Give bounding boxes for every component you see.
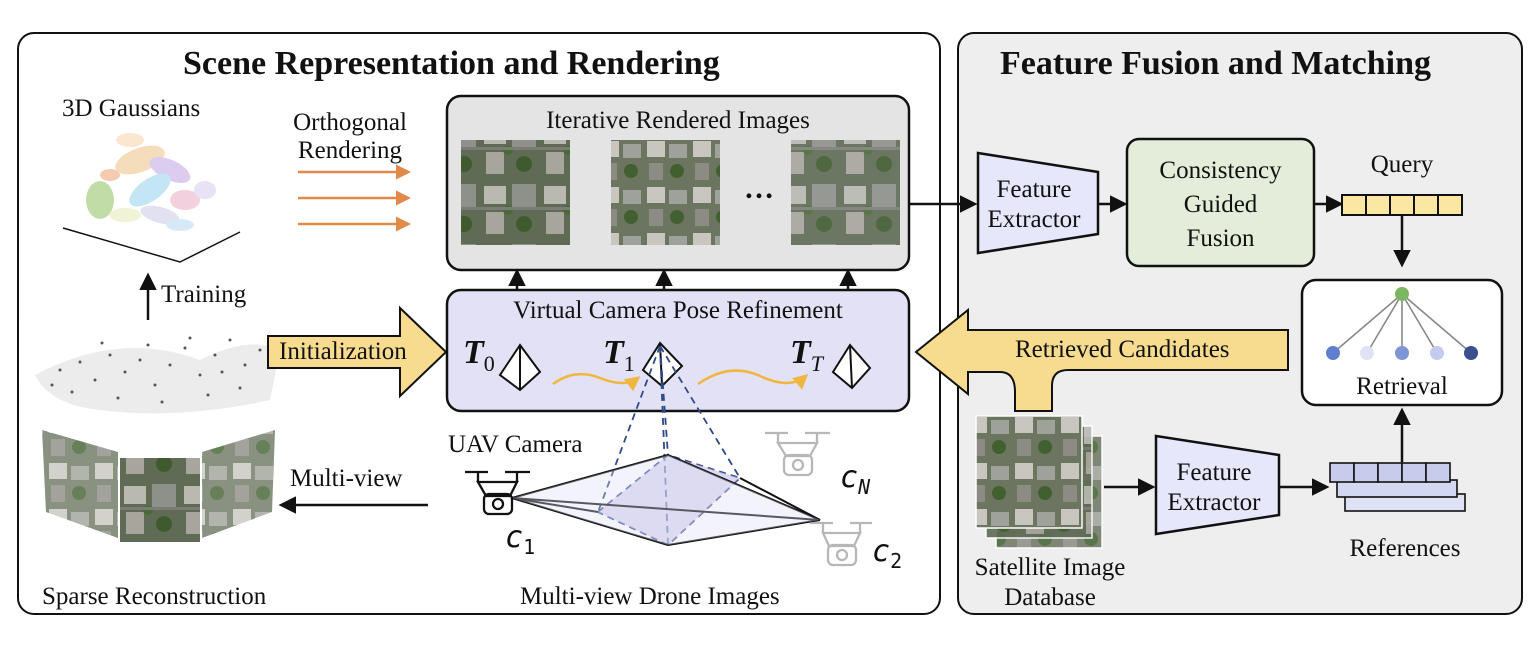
camera-label-c2-sub: 2 [890,549,903,573]
query-vector [1341,194,1463,216]
uav-drone-icon [465,470,530,516]
orthogonal-label-2: Rendering [297,137,403,164]
fusion-label-3: Fusion [1186,225,1255,252]
feature-extractor-top-shape [976,151,1100,255]
rendered-images-title: Iterative Rendered Images [546,107,810,134]
camera-label-cn: cN [840,460,870,499]
camera-frustum-icon-0 [498,343,542,392]
satellite-label-2: Database [1004,584,1096,611]
retrieval-label: Retrieval [1356,373,1448,400]
pose-label-t0: T0 [463,334,495,377]
pose-label-tt-sub: T [810,350,824,376]
camera-frustum-icon-2 [831,343,872,390]
references-label: References [1349,535,1461,562]
query-label: Query [1370,151,1434,178]
initialization-label: Initialization [279,338,407,365]
training-label: Training [161,281,247,308]
drone-icon-n [765,431,830,477]
pose-label-t1-main: T [603,334,624,371]
camera-label-cn-sub: N [858,475,871,499]
pose-label-t0-main: T [463,334,484,371]
gaussian-blobs-illustration [86,133,216,231]
rendered-image-1 [461,140,570,245]
refine-arrow-2 [697,369,809,390]
drone-images-label: Multi-view Drone Images [520,583,780,610]
fusion-label-1: Consistency [1159,157,1282,184]
fusion-box [1125,137,1316,268]
gaussian-ground-plane [62,227,241,263]
camera-label-c2: c2 [872,534,902,573]
retrieved-candidates-arrow [914,307,1289,412]
sparse-view-images [42,430,275,542]
pose-label-t0-sub: 0 [483,350,495,376]
camera-label-cn-main: c [840,460,859,495]
left-panel-title: Scene Representation and Rendering [183,45,720,82]
uav-camera-label: UAV Camera [448,431,583,458]
camera-label-c2-main: c [872,534,891,569]
retrieval-tree-icon [1326,287,1478,360]
satellite-label-1: Satellite Image [974,554,1126,581]
multiview-frustum-lines [511,454,821,546]
rendered-image-2 [611,140,720,245]
multiview-label: Multi-view [290,465,403,492]
camera-label-c1: c1 [505,520,535,559]
refine-arrow-1 [552,372,641,392]
pose-label-t1: T1 [603,334,635,377]
feature-extractor-bottom-label: Feature Extractor [1167,459,1261,516]
camera-label-c1-main: c [505,520,524,555]
rendered-ellipsis: … [744,172,774,205]
feature-extractor-bottom-shape [1154,434,1281,536]
drone-icon-2 [810,521,872,567]
right-panel-title: Feature Fusion and Matching [1000,45,1432,82]
initialization-arrow [267,305,448,399]
retrieved-candidates-label: Retrieved Candidates [1015,336,1230,363]
sparse-reconstruction-label: Sparse Reconstruction [42,583,267,610]
pose-label-tt-main: T [790,334,811,371]
satellite-image-stack [975,415,1103,549]
fusion-label-2: Guided [1183,191,1258,218]
drone-image-plane [598,455,740,545]
gaussians-label: 3D Gaussians [62,95,201,122]
feature-extractor-top-label: Feature Extractor [987,176,1081,233]
sparse-point-cloud [35,336,280,414]
camera-label-c1-sub: 1 [523,535,536,559]
pose-label-tt: TT [790,334,823,377]
pose-refinement-title: Virtual Camera Pose Refinement [513,297,843,324]
orthogonal-label-1: Orthogonal [293,109,407,136]
rendered-image-3 [791,140,900,245]
references-stack [1329,462,1466,512]
multiview-frustum-fill [512,455,820,545]
pose-label-t1-sub: 1 [623,350,635,376]
